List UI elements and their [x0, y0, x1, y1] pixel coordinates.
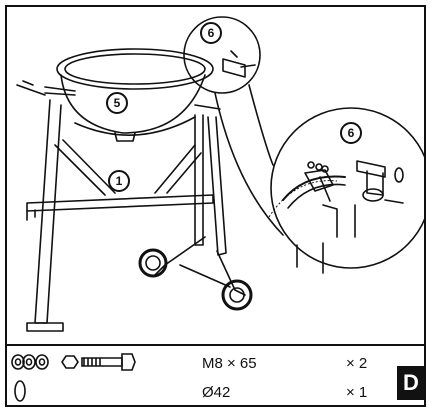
drum-cradle [44, 86, 221, 110]
motor-bracket [222, 50, 256, 78]
drum-gear-ring [268, 180, 338, 218]
detail-view [282, 160, 404, 274]
lens-connector [214, 84, 284, 236]
mixer-drum [56, 48, 214, 142]
callout-part-1: 1 [108, 170, 130, 192]
wheel-right [221, 279, 253, 311]
strut-right [154, 144, 202, 194]
handle-left [16, 80, 46, 96]
strut-left [54, 139, 116, 196]
part-2-spec: Ø42 [202, 384, 231, 401]
assembly-illustration [16, 16, 426, 332]
callout-part-5: 5 [106, 92, 128, 114]
step-badge: D [397, 366, 425, 400]
stand-leg-front [207, 116, 227, 256]
ring-washer-icon [14, 380, 26, 402]
wheel-left [138, 248, 168, 278]
stand-foot-left [26, 322, 64, 332]
detail-lens-large [270, 107, 426, 269]
instruction-frame [5, 5, 426, 407]
stand-leg-right [194, 114, 204, 246]
part-2-quantity: × 1 [346, 384, 368, 401]
stand-leg-left [34, 99, 62, 324]
detail-lens-small [183, 16, 261, 94]
callout-part-6-top: 6 [200, 22, 222, 44]
crossbar [26, 194, 214, 212]
bolt-nut-washer-set-icon [11, 353, 136, 371]
parts-divider [5, 344, 426, 346]
part-1-spec: M8 × 65 [202, 355, 257, 372]
part-1-quantity: × 2 [346, 355, 368, 372]
callout-part-6-detail: 6 [340, 122, 362, 144]
